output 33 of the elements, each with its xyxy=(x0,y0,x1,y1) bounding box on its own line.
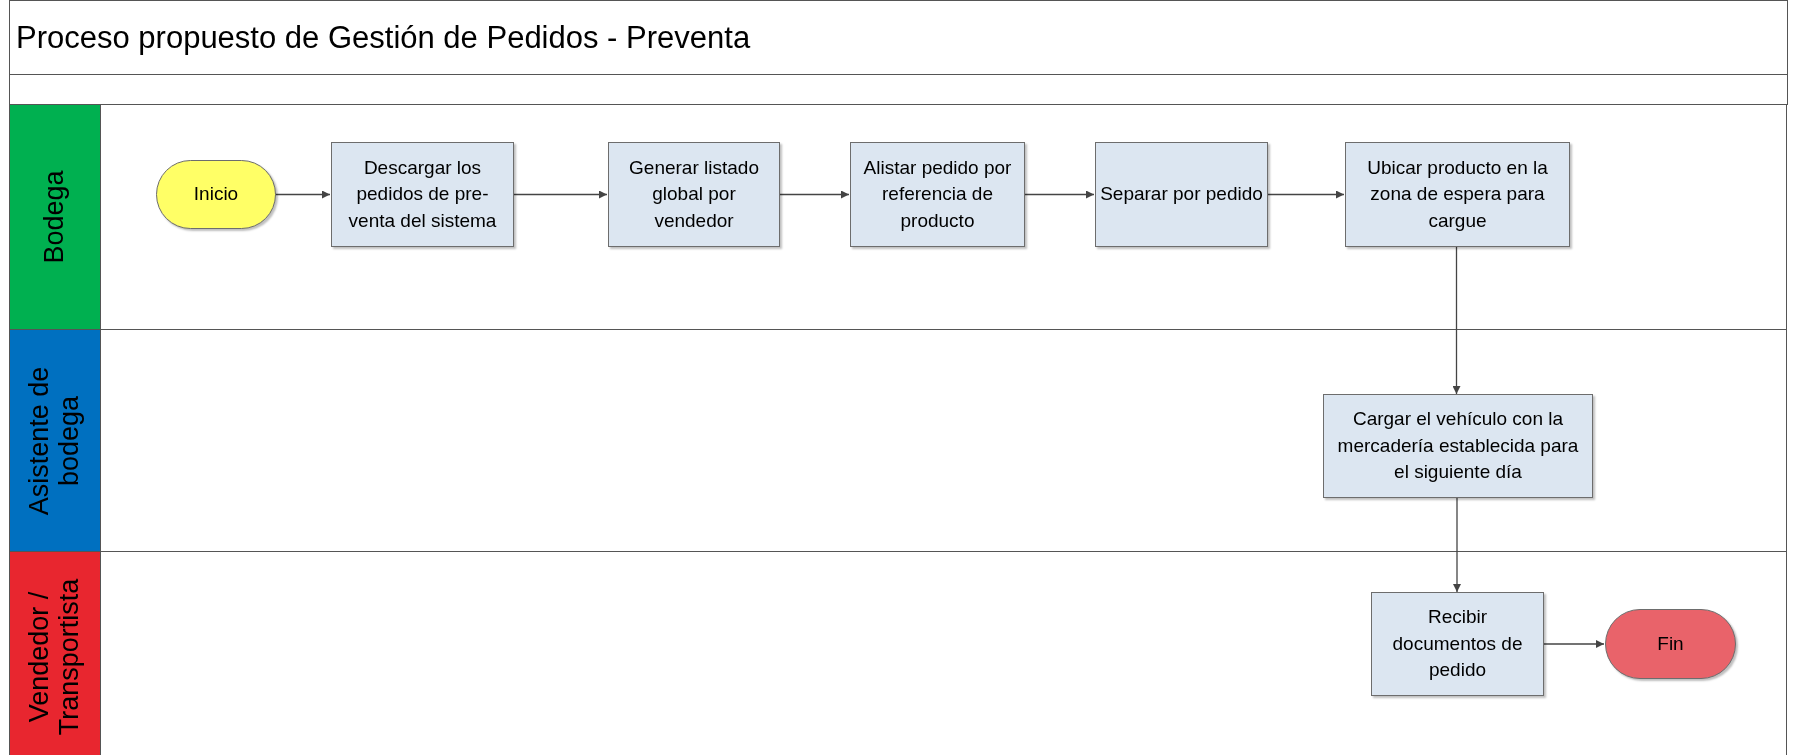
arrow xyxy=(274,190,331,199)
process-box xyxy=(1345,142,1570,247)
node-label: Cargar el vehículo con la mercadería establecida para el siguiente día xyxy=(1336,407,1580,485)
diagram-title: Proceso propuesto de Gestión de Pedidos - Preventa xyxy=(15,19,751,56)
node-label: Separar por pedido xyxy=(1099,182,1264,207)
node-label: Fin xyxy=(1656,631,1685,656)
process-box xyxy=(1371,592,1544,696)
arrow xyxy=(1452,246,1461,395)
terminal-shape xyxy=(1605,609,1736,679)
process-box xyxy=(608,142,780,247)
arrow xyxy=(778,190,850,199)
arrow xyxy=(512,190,608,199)
process-box xyxy=(1323,394,1593,498)
node-label: Generar listado global por vendedor xyxy=(628,155,760,233)
terminal-shape xyxy=(156,160,276,229)
node-label: Descargar los pedidos de pre-venta del sistema xyxy=(347,155,498,233)
arrow xyxy=(1266,190,1345,199)
node-label: Ubicar producto en la zona de espera para cargue xyxy=(1366,155,1549,233)
node-label: Inicio xyxy=(192,182,240,207)
swimlane xyxy=(9,330,1787,552)
swimlane xyxy=(9,552,1787,755)
node-label: Alistar pedido por referencia de producto xyxy=(862,155,1013,233)
swimlane xyxy=(9,105,1787,330)
lane-label: Vendedor / Transportista xyxy=(25,577,85,737)
node-label: Recibir documentos de pedido xyxy=(1391,605,1524,683)
process-box xyxy=(850,142,1025,247)
arrow xyxy=(1023,190,1095,199)
process-box xyxy=(1095,142,1268,247)
process-box xyxy=(331,142,514,247)
lane-label: Asistente de bodega xyxy=(25,365,85,517)
arrow xyxy=(1453,497,1461,593)
lane-label: Bodega xyxy=(40,169,70,266)
arrow xyxy=(1542,640,1605,648)
